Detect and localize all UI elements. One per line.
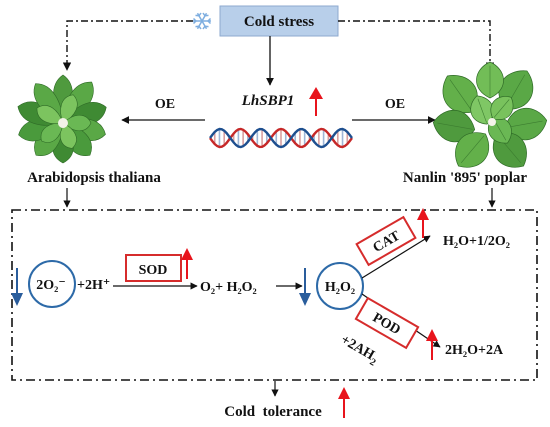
h2o2-down-arrow [299, 268, 311, 306]
rosette-leaf [40, 122, 64, 143]
cat-node: CAT [355, 215, 417, 267]
poplar-center [488, 118, 496, 126]
dna-strand-blue [209, 127, 353, 149]
cat-branch-arrow [361, 235, 431, 279]
pod-cofactor-label: +2AH2 [337, 332, 381, 368]
rosette-leaf [36, 105, 64, 124]
superoxide-circle [28, 260, 76, 308]
poplar-seedling-icon [432, 61, 548, 168]
poplar-leaf-vein [437, 122, 473, 130]
rosette-leaf [60, 94, 78, 124]
cold-stress-node: Cold stress [219, 5, 339, 37]
arabidopsis-name: Arabidopsis thaliana [27, 170, 161, 186]
pod-box [354, 296, 420, 350]
superoxide-label: 2O₂⁻ [36, 278, 65, 293]
cat-up-arrow [417, 208, 429, 238]
proton-label: +2H⁺ [77, 278, 110, 293]
cold-stress-label: Cold stress [244, 14, 314, 30]
oe-left: OE [121, 97, 205, 124]
cold-tolerance-label: Cold tolerance [224, 404, 322, 420]
pod-product-label: 2H₂O+2A [445, 343, 504, 358]
oe-right: OE [352, 97, 436, 124]
sod-product-label: O₂+ H₂O₂ [200, 280, 257, 295]
poplar-leaf-vein [493, 99, 510, 118]
gene-upregulation-arrow [309, 87, 323, 116]
superoxide-down-arrow [11, 268, 23, 306]
poplar-leaf-vein [460, 135, 485, 164]
tolerance-up-arrow [338, 387, 350, 418]
pod-node: POD [354, 296, 420, 350]
poplar-leaf-vein [477, 98, 487, 123]
pod-cofactor: +2AH2 [337, 332, 381, 368]
gene-label: LhSBP1 [241, 93, 295, 109]
dna-helix-icon [209, 127, 353, 149]
sod-box [125, 254, 182, 282]
cat-box [355, 215, 417, 267]
oe-left-label: OE [155, 97, 175, 112]
cold-stress-box [219, 5, 339, 37]
pod-cofactor-sub: 2 [368, 357, 378, 369]
sod-label: SOD [139, 263, 168, 278]
poplar-name: Nanlin '895' poplar [403, 170, 528, 186]
rosette-center [58, 118, 68, 128]
arabidopsis-rosette-icon [17, 74, 107, 164]
poplar-leaf-vein [507, 120, 543, 128]
poplar-leaf-vein [449, 79, 472, 111]
dna-strand-red [209, 127, 353, 149]
pod-up-arrow [426, 329, 438, 360]
h2o2-label: H₂O₂ [325, 280, 355, 295]
sod-up-arrow [181, 248, 193, 279]
oe-right-label: OE [385, 97, 405, 112]
rosette-leaf [62, 114, 92, 132]
snowflake-icon [192, 12, 212, 30]
stress-to-plants-connector [62, 20, 495, 71]
h2o2-circle [316, 262, 364, 310]
cat-product-label: H₂O+1/2O₂ [443, 234, 510, 249]
